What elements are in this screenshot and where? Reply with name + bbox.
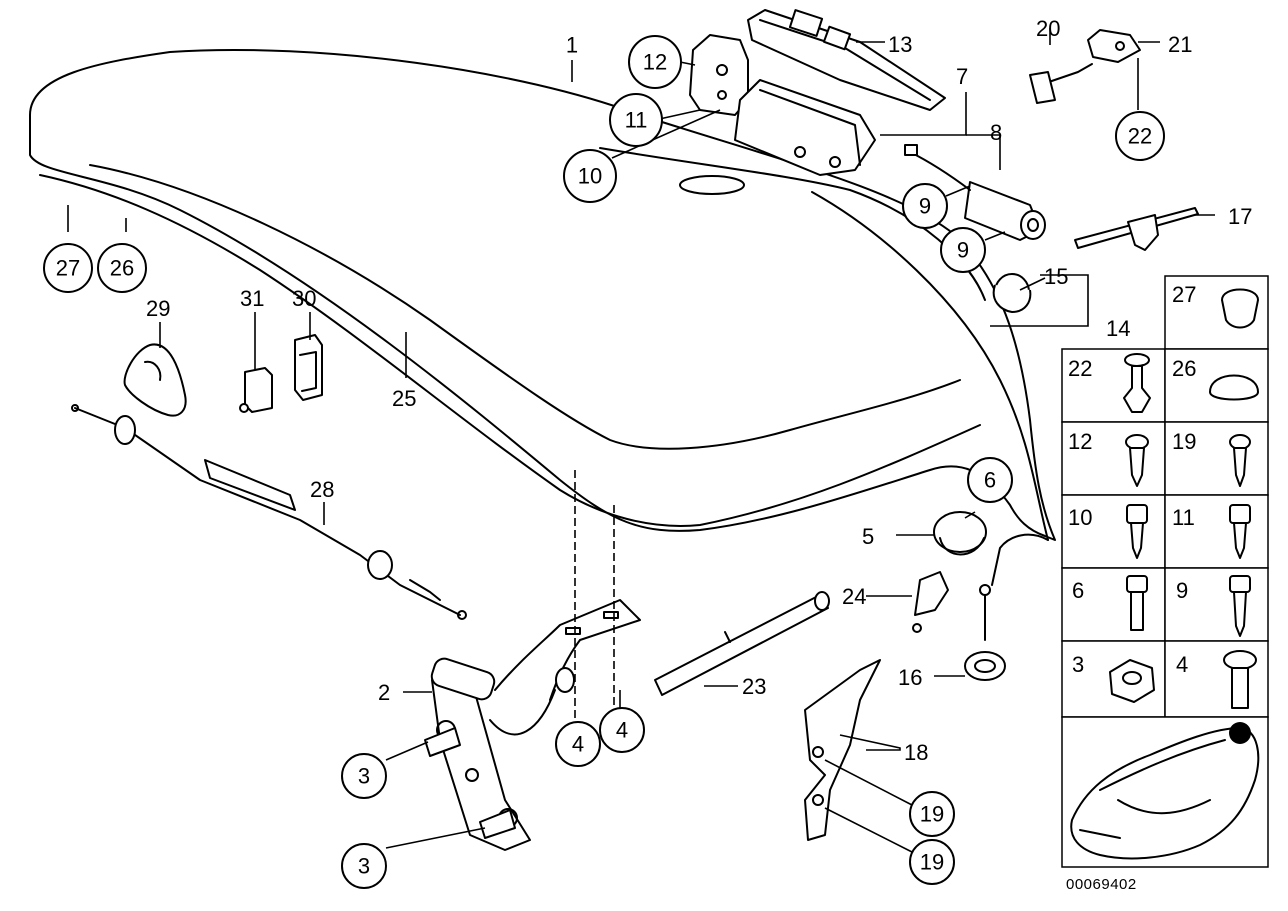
callout-9a: 9 [919, 194, 931, 219]
callout-16: 16 [898, 665, 922, 690]
callout-1: 1 [566, 33, 578, 58]
callout-26: 26 [110, 256, 134, 281]
leader-lines [67, 28, 1215, 853]
callout-3b: 3 [358, 854, 370, 879]
trunk-lid [29, 48, 1056, 586]
legend-label-19: 19 [1172, 429, 1196, 454]
self-tapping-screw-icon [1229, 575, 1251, 637]
legend-label-4: 4 [1176, 652, 1188, 677]
callout-5: 5 [862, 524, 874, 549]
callout-2: 2 [378, 680, 390, 705]
callout-28: 28 [310, 477, 334, 502]
callout-14: 14 [1106, 316, 1130, 341]
hinge [424, 599, 641, 851]
car-locator-icon [1070, 722, 1260, 860]
callout-23: 23 [742, 674, 766, 699]
callout-4a: 4 [572, 732, 584, 757]
callout-circle-9a [902, 183, 948, 229]
gas-strut [654, 591, 830, 696]
legend-label-3: 3 [1072, 652, 1084, 677]
callout-circle-9b [940, 227, 986, 273]
callout-13: 13 [888, 32, 912, 57]
retaining-clip [1029, 29, 1141, 104]
callout-20: 20 [1036, 16, 1060, 41]
car-locator-cell [1061, 716, 1269, 868]
callout-6: 6 [984, 468, 996, 493]
legend-cell [1061, 421, 1166, 496]
release-cable [71, 404, 467, 620]
callout-circle-6 [967, 457, 1013, 503]
legend-label-12: 12 [1068, 429, 1092, 454]
callout-circle-3a [341, 753, 387, 799]
callout-12: 12 [643, 50, 667, 75]
callout-11: 11 [625, 108, 648, 133]
hex-bolt-icon [1223, 650, 1257, 709]
grommet-and-switch [912, 511, 1006, 681]
callout-25: 25 [392, 386, 416, 411]
cap-plug-icon [1221, 288, 1259, 329]
callout-circle-26 [97, 243, 147, 293]
callout-8: 8 [990, 120, 1002, 145]
callout-27: 27 [56, 256, 80, 281]
callout-7: 7 [956, 64, 968, 89]
callout-4b: 4 [616, 718, 628, 743]
lock-assembly [689, 9, 946, 176]
callout-circle-10 [563, 149, 617, 203]
callout-22: 22 [1128, 124, 1152, 149]
callout-circle-4a [555, 721, 601, 767]
callout-circle-12 [628, 35, 682, 89]
callout-24: 24 [842, 584, 866, 609]
self-tapping-screw-icon [1126, 504, 1148, 559]
callout-circle-19a [909, 791, 955, 837]
callout-circle-3b [341, 843, 387, 889]
motor [904, 144, 1046, 241]
rubber-buffer [992, 273, 1032, 313]
document-number: 00069402 [1066, 876, 1137, 893]
callout-circle-11 [609, 93, 663, 147]
callout-29: 29 [146, 296, 170, 321]
fastener-legend: 27 22 26 12 19 10 11 6 9 3 4 [1061, 275, 1269, 868]
self-tapping-screw-icon [1126, 575, 1148, 631]
callout-18: 18 [904, 740, 928, 765]
round-plug-icon [1209, 374, 1259, 401]
callout-3a: 3 [358, 764, 370, 789]
legend-cell [1164, 421, 1269, 496]
hex-nut-icon [1109, 659, 1155, 703]
callout-circle-4b [599, 707, 645, 753]
legend-label-11: 11 [1172, 505, 1195, 530]
handle-and-clips [123, 334, 323, 417]
callout-15: 15 [1044, 264, 1068, 289]
bracket [804, 659, 881, 841]
legend-label-9: 9 [1176, 578, 1188, 603]
callout-17: 17 [1228, 204, 1252, 229]
legend-label-10: 10 [1068, 505, 1092, 530]
callout-19b: 19 [920, 850, 944, 875]
location-marker-icon [1229, 722, 1251, 744]
callout-19a: 19 [920, 802, 944, 827]
legend-label-22: 22 [1068, 356, 1092, 381]
callout-31: 31 [240, 286, 264, 311]
callout-circle-19b [909, 839, 955, 885]
cable-tie [1074, 207, 1199, 251]
legend-label-6: 6 [1072, 578, 1084, 603]
callout-21: 21 [1168, 32, 1192, 57]
legend-label-26: 26 [1172, 356, 1196, 381]
callout-10: 10 [578, 164, 602, 189]
self-tapping-screw-icon [1229, 504, 1251, 559]
callout-9b: 9 [957, 238, 969, 263]
callout-circle-22 [1115, 111, 1165, 161]
expanding-rivet-icon [1123, 353, 1151, 413]
callout-circle-27 [43, 243, 93, 293]
legend-label-27: 27 [1172, 282, 1196, 307]
self-tapping-screw-icon [1125, 434, 1149, 487]
self-tapping-screw-icon [1229, 434, 1251, 487]
callout-30: 30 [292, 286, 316, 311]
